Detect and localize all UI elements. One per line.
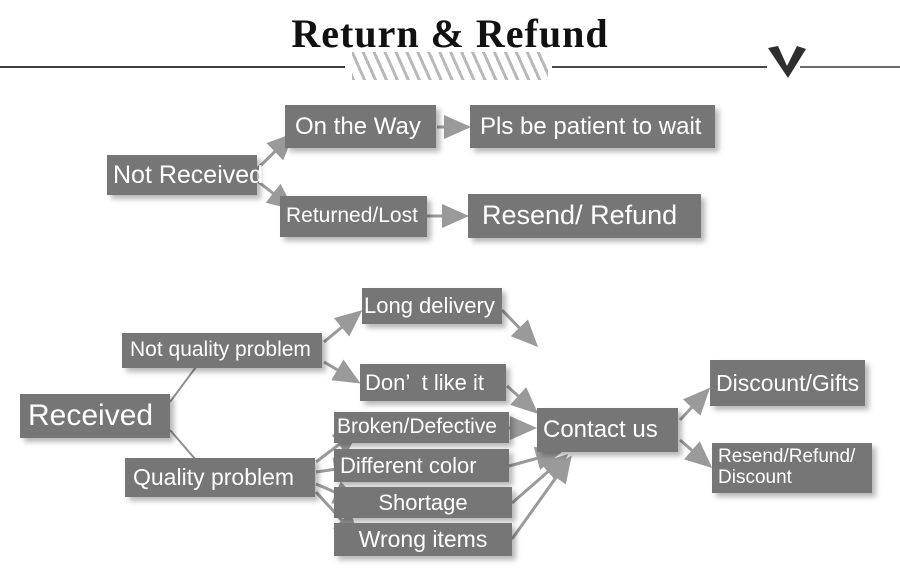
node-contact-us[interactable]: Contact us: [537, 408, 678, 452]
node-received[interactable]: Received: [20, 394, 170, 438]
node-resend-refund-discount[interactable]: Resend/Refund/ Discount: [712, 443, 872, 493]
node-different-color[interactable]: Different color: [334, 449, 509, 482]
divider-line-left: [0, 66, 345, 68]
node-long-delivery[interactable]: Long delivery: [362, 288, 502, 324]
divider-line-middle: [552, 66, 767, 68]
node-returned-lost[interactable]: Returned/Lost: [280, 196, 427, 237]
node-resend-refund[interactable]: Resend/ Refund: [468, 194, 701, 238]
chevron-down-icon: [768, 46, 806, 78]
hatch-divider-icon: [352, 52, 548, 80]
node-shortage[interactable]: Shortage: [334, 487, 512, 518]
node-discount-gifts[interactable]: Discount/Gifts: [710, 360, 865, 406]
node-broken-defective[interactable]: Broken/Defective: [334, 412, 509, 443]
divider-line-right: [800, 66, 900, 68]
node-pls-be-patient-to-wait[interactable]: Pls be patient to wait: [470, 105, 715, 148]
node-wrong-items[interactable]: Wrong items: [334, 523, 512, 556]
page-title: Return & Refund: [291, 11, 609, 56]
node-quality-problem[interactable]: Quality problem: [125, 458, 315, 497]
node-dont-like-it[interactable]: Don’ t like it: [360, 364, 506, 401]
node-not-received[interactable]: Not Received: [107, 155, 263, 195]
node-not-quality-problem[interactable]: Not quality problem: [122, 333, 322, 368]
node-on-the-way[interactable]: On the Way: [285, 105, 436, 148]
